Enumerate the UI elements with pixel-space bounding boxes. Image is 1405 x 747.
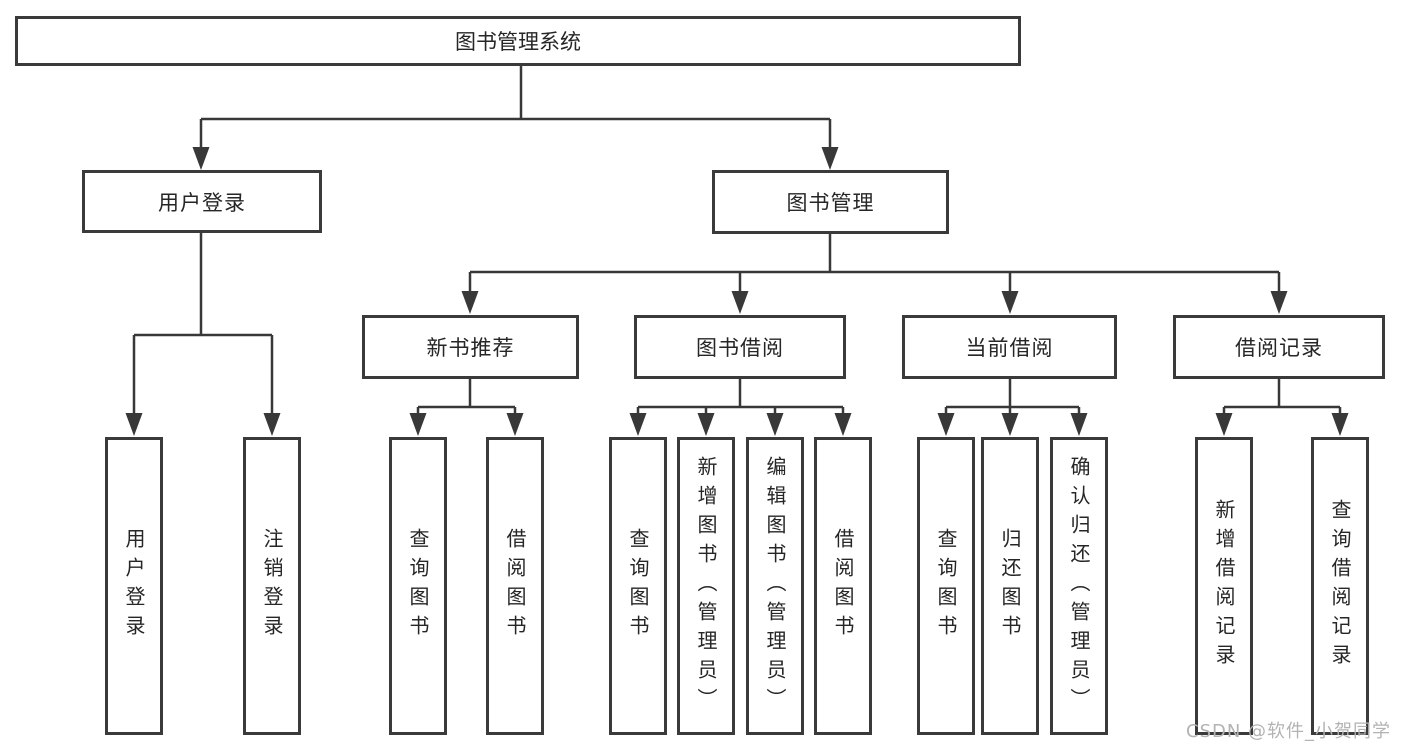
node-new-book-recommend: 新书推荐 <box>362 315 579 379</box>
node-borrow-records-label: 借阅记录 <box>1235 336 1323 360</box>
leaf-add-book-admin-label: 新增图书（管理员） <box>694 455 718 717</box>
leaf-query-books-1: 查询图书 <box>389 437 447 735</box>
node-book-borrow-label: 图书借阅 <box>696 336 784 360</box>
leaf-add-borrow-record: 新增借阅记录 <box>1195 437 1253 735</box>
connector-current-borrow-to-leaves <box>937 379 1088 436</box>
node-borrow-records: 借阅记录 <box>1173 315 1385 379</box>
leaf-logout-label: 注销登录 <box>260 528 284 644</box>
leaf-borrow-books-2: 借阅图书 <box>814 437 872 735</box>
leaf-user-login-label: 用户登录 <box>122 528 146 644</box>
leaf-query-borrow-record-label: 查询借阅记录 <box>1328 499 1352 673</box>
leaf-borrow-books-1: 借阅图书 <box>486 437 544 735</box>
leaf-query-books-2-label: 查询图书 <box>626 528 650 644</box>
leaf-return-book-label: 归还图书 <box>998 528 1022 644</box>
node-new-book-recommend-label: 新书推荐 <box>426 336 515 360</box>
leaf-query-books-2: 查询图书 <box>609 437 667 735</box>
connector-borrow-records-to-leaves <box>1215 379 1349 436</box>
leaf-logout: 注销登录 <box>243 437 301 735</box>
leaf-edit-book-admin-label: 编辑图书（管理员） <box>763 455 787 717</box>
leaf-return-book: 归还图书 <box>981 437 1039 735</box>
leaf-query-books-3-label: 查询图书 <box>934 528 958 644</box>
node-root-library-system: 图书管理系统 <box>15 16 1021 66</box>
leaf-query-books-1-label: 查询图书 <box>406 528 430 644</box>
connector-user-login-to-leaves <box>125 233 281 436</box>
node-user-login: 用户登录 <box>82 170 322 233</box>
connector-book-management-to-level2 <box>461 234 1288 314</box>
node-current-borrow: 当前借阅 <box>902 315 1117 379</box>
leaf-confirm-return-admin-label: 确认归还（管理员） <box>1067 455 1091 717</box>
leaf-add-book-admin: 新增图书（管理员） <box>677 437 735 735</box>
watermark: CSDN @软件_小贺同学 <box>1186 721 1392 742</box>
leaf-edit-book-admin: 编辑图书（管理员） <box>746 437 804 735</box>
node-book-borrow: 图书借阅 <box>634 315 846 379</box>
node-book-management-label: 图书管理 <box>786 191 875 215</box>
node-root-label: 图书管理系统 <box>455 30 581 54</box>
leaf-query-borrow-record: 查询借阅记录 <box>1311 437 1369 735</box>
leaf-query-books-3: 查询图书 <box>917 437 975 735</box>
connector-book-borrow-to-leaves <box>629 379 852 436</box>
node-current-borrow-label: 当前借阅 <box>965 336 1054 360</box>
leaf-add-borrow-record-label: 新增借阅记录 <box>1212 499 1236 673</box>
leaf-borrow-books-2-label: 借阅图书 <box>831 528 855 644</box>
node-book-management: 图书管理 <box>712 170 949 234</box>
connector-root-to-level1 <box>192 66 839 170</box>
connector-new-book-recommend-to-leaves <box>409 379 524 436</box>
leaf-confirm-return-admin: 确认归还（管理员） <box>1050 437 1108 735</box>
leaf-borrow-books-1-label: 借阅图书 <box>503 528 527 644</box>
leaf-user-login: 用户登录 <box>105 437 163 735</box>
node-user-login-label: 用户登录 <box>158 190 246 215</box>
